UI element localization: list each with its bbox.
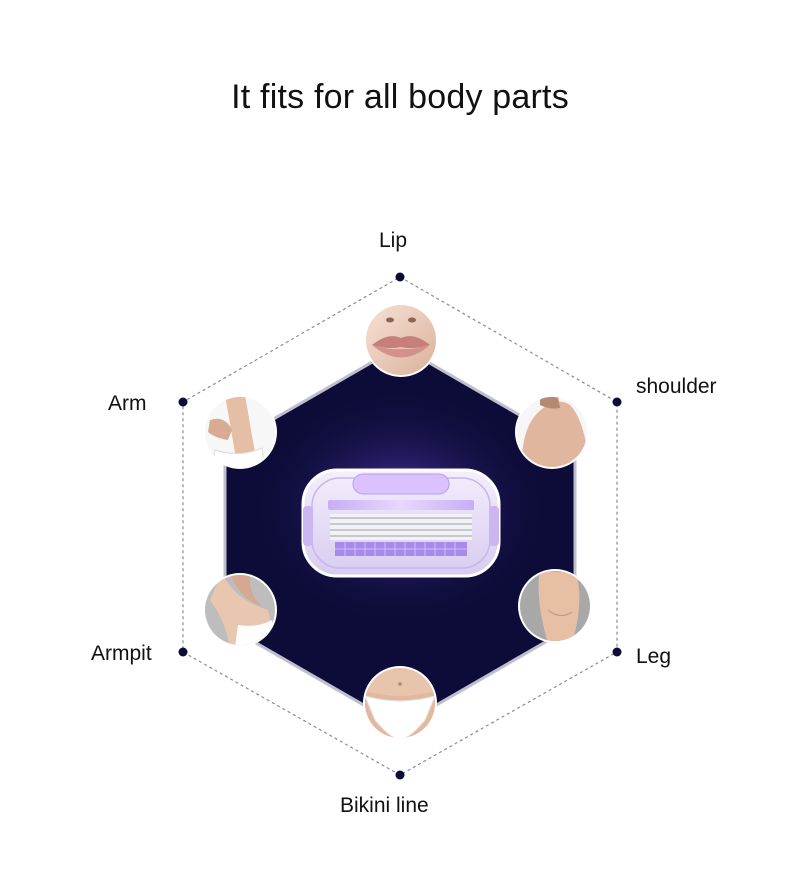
label-bikini-line: Bikini line bbox=[340, 794, 429, 817]
razor-cartridge bbox=[301, 468, 501, 578]
vertex-dot bbox=[395, 770, 405, 780]
label-lip: Lip bbox=[379, 229, 408, 252]
label-armpit: Armpit bbox=[91, 642, 152, 665]
label-shoulder: shoulder bbox=[636, 375, 717, 398]
armpit-photo bbox=[203, 573, 277, 647]
label-arm: Arm bbox=[108, 392, 147, 415]
bikini-photo bbox=[363, 666, 437, 740]
vertex-dot bbox=[612, 647, 622, 657]
vertex-dot bbox=[395, 272, 405, 282]
lip-photo bbox=[364, 303, 438, 377]
arm-photo bbox=[203, 395, 277, 469]
vertex-dot bbox=[178, 647, 188, 657]
leg-photo bbox=[518, 569, 592, 643]
vertex-dot bbox=[178, 397, 188, 407]
shoulder-photo bbox=[515, 395, 589, 469]
vertex-dot bbox=[612, 397, 622, 407]
label-leg: Leg bbox=[636, 645, 672, 668]
page-title: It fits for all body parts bbox=[231, 78, 569, 116]
